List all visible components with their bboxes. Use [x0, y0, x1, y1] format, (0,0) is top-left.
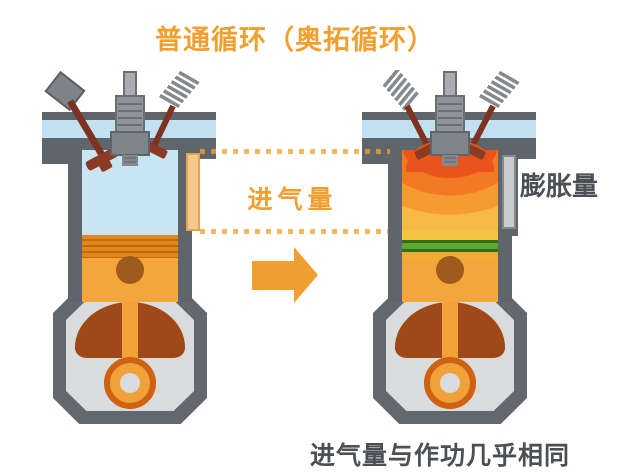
intake-amount-bar — [186, 153, 200, 231]
right-arrow-head — [294, 247, 318, 303]
crank-pin — [424, 357, 476, 409]
intake-valve-tappet — [44, 70, 86, 112]
intake-valve-stem — [404, 104, 431, 149]
head-shoulder-left — [42, 150, 68, 164]
expansion-amount-label: 膨胀量 — [520, 172, 599, 202]
dashed-line-bottom — [200, 229, 388, 234]
head-shoulder-right — [510, 150, 536, 159]
expansion-amount-bar — [502, 155, 516, 229]
right-engine-power-stroke — [360, 70, 540, 430]
valvetrain-icon — [44, 70, 200, 172]
intake-valve-stem — [66, 99, 106, 157]
piston-crown — [402, 230, 498, 240]
piston-pin — [116, 256, 144, 284]
diagram-title: 普通循环（奥拓循环） — [155, 25, 435, 56]
left-engine-intake-stroke — [40, 70, 220, 430]
exhaust-valve-stem — [151, 104, 176, 148]
intake-valve-spring — [382, 70, 419, 111]
diagram-caption: 进气量与作功几乎相同 — [309, 441, 570, 470]
piston-pin — [436, 256, 464, 284]
valvetrain-icon — [382, 70, 520, 172]
spark-plug-icon — [430, 71, 470, 166]
exhaust-valve-spring — [159, 70, 200, 109]
right-arrow-icon — [252, 261, 294, 290]
intake-amount-label: 进气量 — [247, 185, 338, 214]
piston-crown-rings — [82, 235, 178, 258]
exhaust-valve-stem — [469, 104, 496, 149]
head-shoulder-right — [190, 150, 216, 159]
piston-crown-lower — [402, 252, 498, 259]
piston-ring-band — [402, 240, 498, 252]
crank-pin-hole — [440, 373, 460, 393]
dashed-line-top — [200, 149, 390, 154]
exhaust-valve-spring — [479, 70, 520, 109]
crank-pin-hole — [120, 373, 140, 393]
spark-plug-icon — [110, 71, 150, 166]
